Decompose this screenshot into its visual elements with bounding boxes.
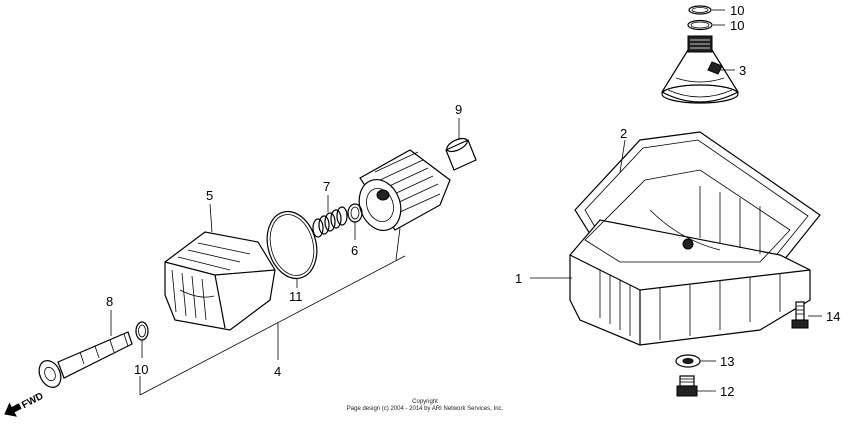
- bolt-14[interactable]: [791, 301, 809, 329]
- callout-4: 4: [274, 364, 281, 379]
- oil-pan-1[interactable]: [569, 169, 811, 346]
- callout-10-left: 10: [134, 362, 148, 377]
- callout-2: 2: [620, 126, 627, 141]
- callout-6: 6: [351, 243, 358, 258]
- callout-10-mid: 10: [730, 18, 744, 33]
- leader-2: [619, 139, 626, 173]
- fwd-label: FWD: [20, 391, 45, 411]
- collar-9[interactable]: [445, 136, 477, 171]
- drain-bolt-12[interactable]: [676, 375, 698, 397]
- copyright-line1: Copyright: [412, 399, 438, 405]
- callout-10-top: 10: [730, 3, 744, 18]
- callout-11: 11: [289, 289, 303, 304]
- center-bolt-8[interactable]: [35, 331, 133, 391]
- callout-14: 14: [826, 309, 840, 324]
- fwd-arrow: FWD: [4, 391, 45, 417]
- o-ring-10-left[interactable]: [135, 321, 149, 341]
- leader-5: [209, 203, 213, 233]
- callout-13: 13: [720, 354, 734, 369]
- o-ring-10-lower[interactable]: [687, 19, 713, 31]
- callout-7: 7: [323, 179, 330, 194]
- o-ring-10-upper[interactable]: [688, 5, 712, 15]
- o-ring-11[interactable]: [260, 206, 324, 284]
- spring-7[interactable]: [312, 206, 348, 238]
- washer-13[interactable]: [675, 354, 701, 368]
- callout-1: 1: [515, 271, 522, 286]
- filter-leader: [395, 227, 401, 261]
- callout-12: 12: [720, 384, 734, 399]
- arrow-left-icon: [4, 402, 22, 417]
- oil-strainer-3[interactable]: [661, 35, 739, 104]
- o-ring-6[interactable]: [347, 203, 363, 223]
- assembly-bracket-4: [139, 255, 406, 396]
- oil-filter-element[interactable]: [352, 149, 451, 236]
- callout-8: 8: [106, 294, 113, 309]
- callout-3: 3: [739, 63, 746, 78]
- callout-5: 5: [206, 188, 213, 203]
- copyright-line2: Page design (c) 2004 - 2014 by ARI Netwo…: [347, 406, 504, 412]
- callout-9: 9: [455, 102, 462, 117]
- filter-cover-5[interactable]: [164, 231, 276, 331]
